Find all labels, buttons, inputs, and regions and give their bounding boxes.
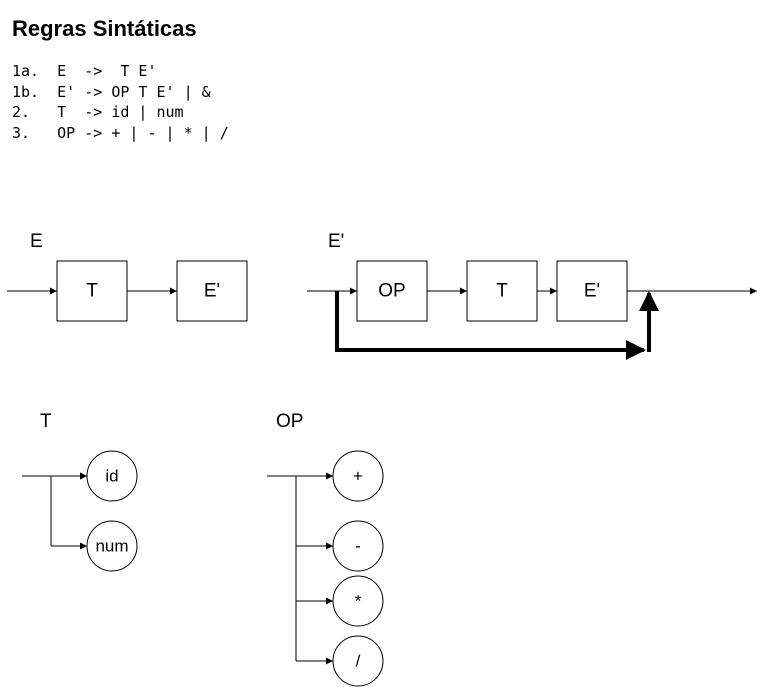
diagram-op-label: OP bbox=[276, 411, 303, 432]
op-node-times bbox=[332, 575, 384, 627]
rule-3: 3. OP -> + | - | * | / bbox=[12, 123, 229, 142]
eprime-box-op bbox=[356, 260, 428, 322]
eprime-box-t-label: T bbox=[496, 281, 508, 302]
rules-list: 1a. E -> T E' 1b. E' -> OP T E' | & 2. T… bbox=[12, 61, 229, 143]
eprime-box-eprime bbox=[556, 260, 628, 322]
t-node-num-label: num bbox=[95, 537, 128, 556]
diagram-t-label: T bbox=[40, 411, 52, 432]
op-node-plus bbox=[332, 450, 384, 502]
rule-1b: 1b. E' -> OP T E' | & bbox=[12, 82, 211, 101]
eprime-box-t bbox=[466, 260, 538, 322]
e-box-eprime-label: E' bbox=[204, 281, 220, 302]
op-node-minus bbox=[332, 520, 384, 572]
diagram-e-label: E bbox=[30, 231, 43, 252]
e-box-t bbox=[56, 260, 128, 322]
t-node-id bbox=[86, 450, 138, 502]
eprime-bypass-path bbox=[335, 291, 646, 360]
diagram-eprime-label: E' bbox=[328, 231, 344, 252]
e-box-t-label: T bbox=[86, 281, 98, 302]
op-node-divide bbox=[332, 635, 384, 687]
op-node-minus-label: - bbox=[355, 537, 361, 556]
rule-1a: 1a. E -> T E' bbox=[12, 62, 157, 80]
diagram-eprime: E' OP T E' bbox=[307, 231, 757, 360]
page-title: Regras Sintáticas bbox=[12, 16, 197, 41]
t-node-id-label: id bbox=[105, 467, 118, 486]
op-node-divide-label: / bbox=[356, 652, 361, 671]
eprime-box-op-label: OP bbox=[378, 281, 405, 302]
diagram-op: OP + - * / bbox=[267, 411, 384, 687]
e-box-eprime bbox=[176, 260, 248, 322]
t-node-num bbox=[86, 520, 138, 572]
diagram-t: T id num bbox=[22, 411, 138, 572]
op-node-plus-label: + bbox=[353, 467, 363, 486]
diagram-e: E T E' bbox=[7, 231, 248, 322]
op-node-times-label: * bbox=[355, 592, 362, 611]
rule-2: 2. T -> id | num bbox=[12, 103, 184, 121]
eprime-box-eprime-label: E' bbox=[584, 281, 600, 302]
